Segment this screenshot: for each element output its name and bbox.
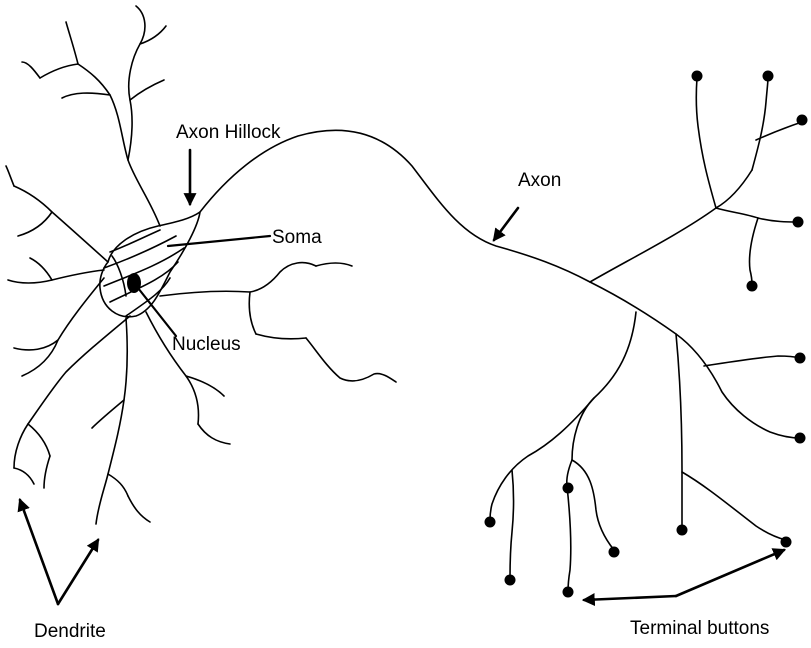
terminal-button	[795, 433, 806, 444]
soma	[100, 212, 200, 317]
label-nucleus: Nucleus	[172, 334, 241, 355]
label-soma: Soma	[272, 227, 322, 248]
terminal-buttons	[485, 71, 808, 598]
terminal-button	[563, 587, 574, 598]
soma-leader-line	[168, 236, 270, 246]
label-axon-hillock: Axon Hillock	[176, 122, 281, 143]
label-dendrite: Dendrite	[34, 621, 106, 642]
terminal-button	[781, 537, 792, 548]
terminal-button	[797, 115, 808, 126]
terminal-button	[563, 483, 574, 494]
terminal-button	[609, 547, 620, 558]
axon-arrow	[494, 208, 518, 240]
dendrite-arrow-left	[20, 500, 58, 604]
terminal-button	[793, 217, 804, 228]
label-axon: Axon	[518, 170, 561, 191]
terminal-buttons-arrow-left	[584, 596, 676, 600]
dendrites	[6, 6, 396, 524]
terminal-button	[795, 353, 806, 364]
dendrite-arrow-right	[58, 540, 98, 604]
terminal-button	[692, 71, 703, 82]
terminal-button	[763, 71, 774, 82]
terminal-button	[485, 517, 496, 528]
axon-terminal-branches	[490, 78, 802, 592]
terminal-button	[505, 575, 516, 586]
terminal-button	[747, 281, 758, 292]
terminal-button	[677, 525, 688, 536]
axon	[200, 130, 590, 282]
terminal-buttons-arrow-right	[676, 550, 784, 596]
label-terminal-buttons: Terminal buttons	[630, 618, 769, 639]
